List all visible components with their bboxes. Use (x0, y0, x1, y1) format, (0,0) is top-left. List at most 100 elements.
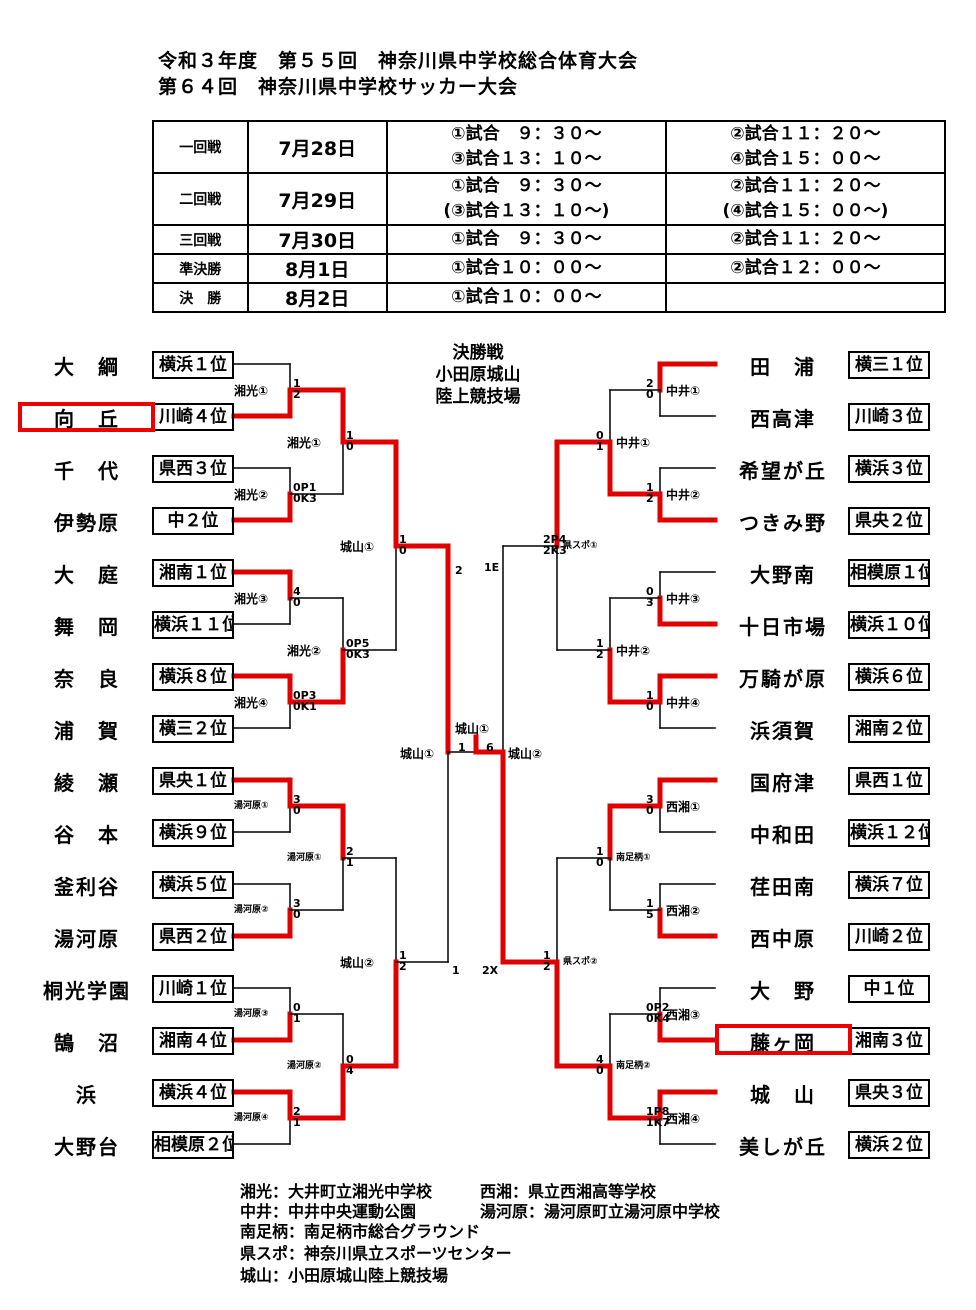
date-cell: 8月2日 (246, 282, 388, 313)
tournament-subtitle: 第６４回 神奈川県中学校サッカー大会 (158, 76, 519, 98)
seed-label: 横浜８位 (152, 663, 234, 691)
round-cell: 二回戦 (152, 172, 249, 226)
match-venue: 県スポ① (563, 541, 598, 551)
match-time-cell: ②試合１１：２０～(④試合１５：００～) (664, 172, 947, 226)
team-name: つきみ野 (739, 511, 827, 535)
match-score: 1 (452, 964, 460, 977)
match-venue: 西湘③ (666, 1008, 701, 1022)
tournament-title: 令和３年度 第５５回 神奈川県中学校総合体育大会 (158, 50, 639, 72)
team-name: 谷 本 (54, 823, 120, 847)
schedule-row: 準決勝 8月1日 ①試合１０：００～ ②試合１２：００～ (152, 253, 947, 284)
team-name: 湯河原 (54, 927, 120, 951)
match-score: 1 (596, 637, 604, 650)
team-name: 西高津 (750, 407, 816, 431)
match-score: 0 (346, 1053, 354, 1066)
match-score: 1E (484, 561, 500, 574)
match-score: 1 (458, 741, 466, 754)
seed-label: 湘南１位 (152, 559, 234, 587)
match-score: 6 (486, 741, 494, 754)
date-cell: 7月28日 (246, 120, 388, 174)
match-score: 0 (646, 804, 654, 817)
match-score: 0P2 (646, 1001, 670, 1014)
highlight-box (18, 402, 155, 432)
match-score: 0 (646, 388, 654, 401)
team-name: 奈 良 (54, 667, 120, 691)
final-venue: 決勝戦 小田原城山 陸上競技場 (378, 342, 578, 408)
match-score: 0 (293, 804, 301, 817)
match-score: 1 (596, 440, 604, 453)
match-venue: 湯河原② (287, 1061, 322, 1071)
seed-label: 横浜２位 (848, 1131, 930, 1159)
seed-label: 湘南２位 (848, 715, 930, 743)
schedule-row: 二回戦 7月29日 ①試合 ９：３０～(③試合１３：１０～) ②試合１１：２０～… (152, 172, 947, 226)
seed-label: 横浜１１位 (152, 611, 234, 639)
match-time-cell: ①試合 ９：３０～③試合１３：１０～ (385, 120, 667, 174)
team-name: 桐光学園 (43, 979, 131, 1003)
match-time-cell (664, 282, 947, 313)
match-score: 0K4 (646, 1012, 670, 1025)
team-name: 大 綱 (54, 355, 120, 379)
match-score: 3 (646, 793, 654, 806)
match-time-cell: ①試合 ９：３０～ (385, 224, 667, 255)
match-score: 1 (399, 949, 407, 962)
round-cell: 決 勝 (152, 282, 249, 313)
match-score: 1K7 (646, 1116, 670, 1129)
team-name: 浜 (76, 1083, 98, 1107)
team-name: 大 庭 (54, 563, 120, 587)
match-score: 0 (399, 544, 407, 557)
seed-label: 相模原１位 (848, 559, 930, 587)
match-venue: 湯河原① (287, 853, 322, 863)
seed-label: 川崎３位 (848, 403, 930, 431)
seed-label: 横三２位 (152, 715, 234, 743)
match-venue: 湘光① (287, 436, 322, 450)
legend-line: 城山：小田原城山陸上競技場 (240, 1266, 449, 1285)
team-name: 大野台 (54, 1135, 120, 1159)
match-score: 0 (646, 585, 654, 598)
match-score: 4 (293, 585, 301, 598)
seed-label: 県央２位 (848, 507, 930, 535)
seed-label: 県央１位 (152, 767, 234, 795)
schedule-row: 決 勝 8月2日 ①試合１０：００～ (152, 282, 947, 313)
match-score: 2 (293, 388, 301, 401)
final-venue-line: 陸上競技場 (435, 387, 521, 407)
team-name: 綾 瀬 (54, 771, 120, 795)
match-score: 0P3 (293, 689, 317, 702)
seed-label: 中１位 (848, 975, 930, 1003)
match-score: 3 (293, 897, 301, 910)
team-name: 大野南 (750, 563, 816, 587)
match-score: 4 (346, 1064, 354, 1077)
seed-label: 横浜７位 (848, 871, 930, 899)
match-score: 0 (596, 1064, 604, 1077)
seed-label: 湘南３位 (848, 1027, 930, 1055)
match-venue: 城山① (400, 747, 435, 761)
team-name: 浦 賀 (54, 719, 120, 743)
match-score: 2 (346, 845, 354, 858)
match-score: 2 (646, 492, 654, 505)
match-score: 1 (646, 897, 654, 910)
highlight-box (715, 1024, 852, 1055)
match-score: 2P4 (543, 533, 567, 546)
seed-label: 横浜１２位 (848, 819, 930, 847)
team-name: 舞 岡 (54, 615, 120, 639)
team-name: 向 丘 (54, 407, 120, 431)
match-score: 1 (293, 1116, 301, 1129)
match-score: 2 (399, 960, 407, 973)
match-score: 0K3 (346, 648, 370, 661)
final-venue-line: 小田原城山 (435, 365, 521, 385)
match-score: 3 (293, 793, 301, 806)
match-score: 2K3 (543, 544, 567, 557)
match-score: 2 (646, 377, 654, 390)
team-name: 国府津 (750, 771, 816, 795)
team-name: 希望が丘 (739, 459, 827, 483)
match-score: 1 (646, 481, 654, 494)
match-venue: 中井① (616, 436, 651, 450)
team-name: 釜利谷 (54, 875, 120, 899)
match-venue: 城山① (455, 722, 490, 736)
seed-label: 横浜５位 (152, 871, 234, 899)
seed-label: 横浜６位 (848, 663, 930, 691)
team-name: 荏田南 (750, 875, 816, 899)
match-score: 3 (646, 596, 654, 609)
match-venue: 中井② (666, 488, 701, 502)
match-score: 4 (596, 1053, 604, 1066)
